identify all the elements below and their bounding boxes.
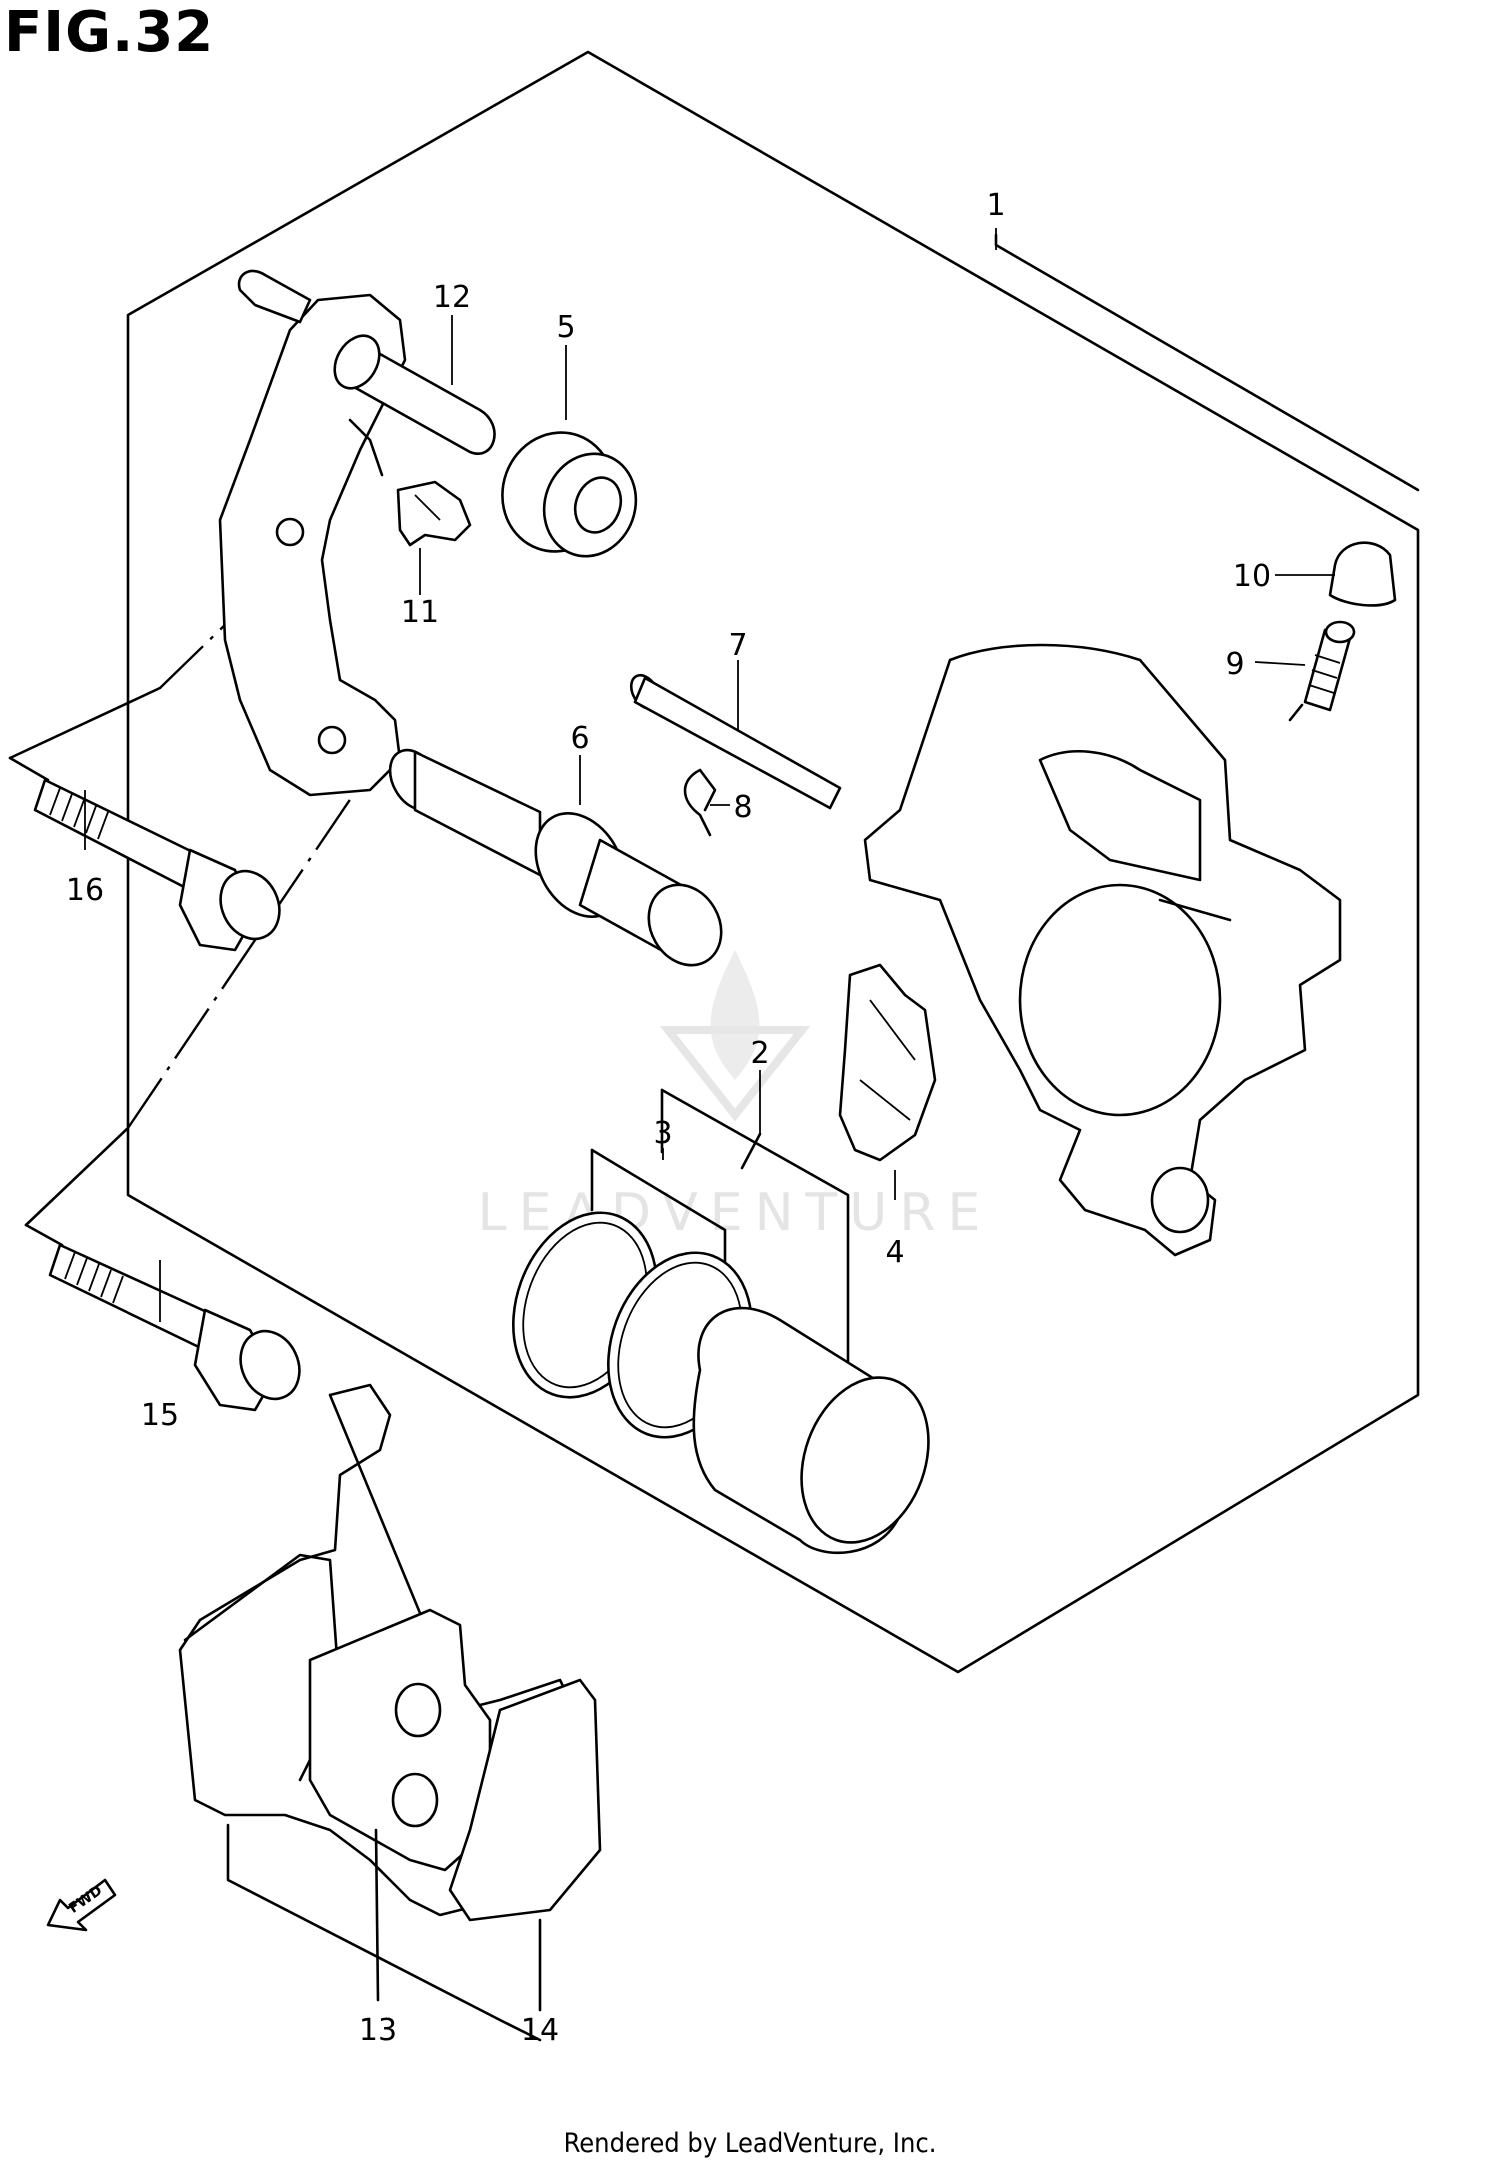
caliper-pin [629,673,842,810]
callout-8: 8 [733,790,752,825]
callout-10: 10 [1233,559,1271,594]
bleeder-cap [1328,541,1397,607]
callout-12: 12 [433,280,471,315]
callout-leaders [84,228,1335,1322]
footer-credit: Rendered by LeadVenture, Inc. [563,2128,937,2159]
bolt-upper [33,778,281,952]
callout-4: 4 [885,1235,904,1270]
pad-spring-clip-upper [396,480,472,547]
callout-3: 3 [653,1116,672,1151]
callout-14: 14 [521,2013,559,2048]
callout-1: 1 [986,188,1005,223]
callout-15: 15 [141,1398,179,1433]
callout-7: 7 [728,628,747,663]
callout-2: 2 [750,1036,769,1071]
callout-9: 9 [1225,647,1244,682]
caliper-body [863,643,1342,1257]
figure-title: FIG.32 [4,0,215,65]
callout-16: 16 [66,873,104,908]
piston [692,1306,930,1555]
callout-13: 13 [359,2013,397,2048]
watermark-flame-icon [710,950,760,1080]
bolt-lower [48,1243,301,1412]
callout-11: 11 [401,595,439,630]
pin-clip [683,768,717,837]
pad-spring [838,963,937,1162]
callout-5: 5 [556,310,575,345]
bleeder-screw [1288,620,1356,722]
watermark-chevron-icon [659,1026,811,1122]
callout-labels: 1 2 3 4 5 6 7 8 9 10 11 12 13 14 15 16 [66,188,1271,2048]
slide-pin [388,748,723,967]
callout-6: 6 [570,721,589,756]
fwd-arrow-icon: FWD [46,1878,117,1932]
piston-boot [501,431,638,558]
bracket-pin-upper [237,269,496,455]
brake-pads [178,1383,602,2042]
